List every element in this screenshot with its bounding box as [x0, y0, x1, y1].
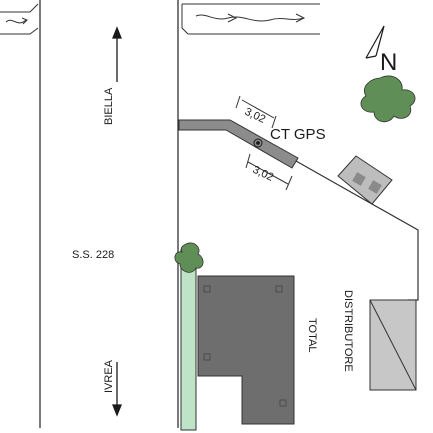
north-arrow-icon	[365, 25, 385, 59]
main-building	[197, 275, 295, 425]
north-label: N	[380, 49, 397, 76]
shed	[337, 155, 393, 205]
access-road	[178, 119, 299, 169]
direction-label-up: BIELLA	[103, 87, 115, 125]
dimension-lower-label: 3,02	[251, 164, 275, 184]
green-strip	[180, 248, 197, 431]
road-name-label: S.S. 228	[72, 249, 114, 261]
dimension-upper-label: 3,02	[243, 106, 267, 126]
survey-point-icon	[253, 138, 263, 148]
watercourse-icon	[0, 3, 39, 35]
dimension-upper	[235, 95, 277, 129]
tree-icon	[360, 75, 416, 123]
arrow-up-icon	[112, 26, 122, 82]
fuel-pump	[369, 299, 417, 391]
dimension-lower	[245, 153, 293, 191]
building-label: TOTAL	[306, 318, 318, 352]
channel-watercourse	[181, 3, 320, 35]
pump-label: DISTRIBUTORE	[342, 290, 354, 372]
direction-label-down: IVREA	[103, 359, 115, 393]
station-point-label: CT GPS	[270, 126, 326, 143]
arrow-down-icon	[112, 362, 122, 417]
tree-icon	[174, 242, 204, 273]
